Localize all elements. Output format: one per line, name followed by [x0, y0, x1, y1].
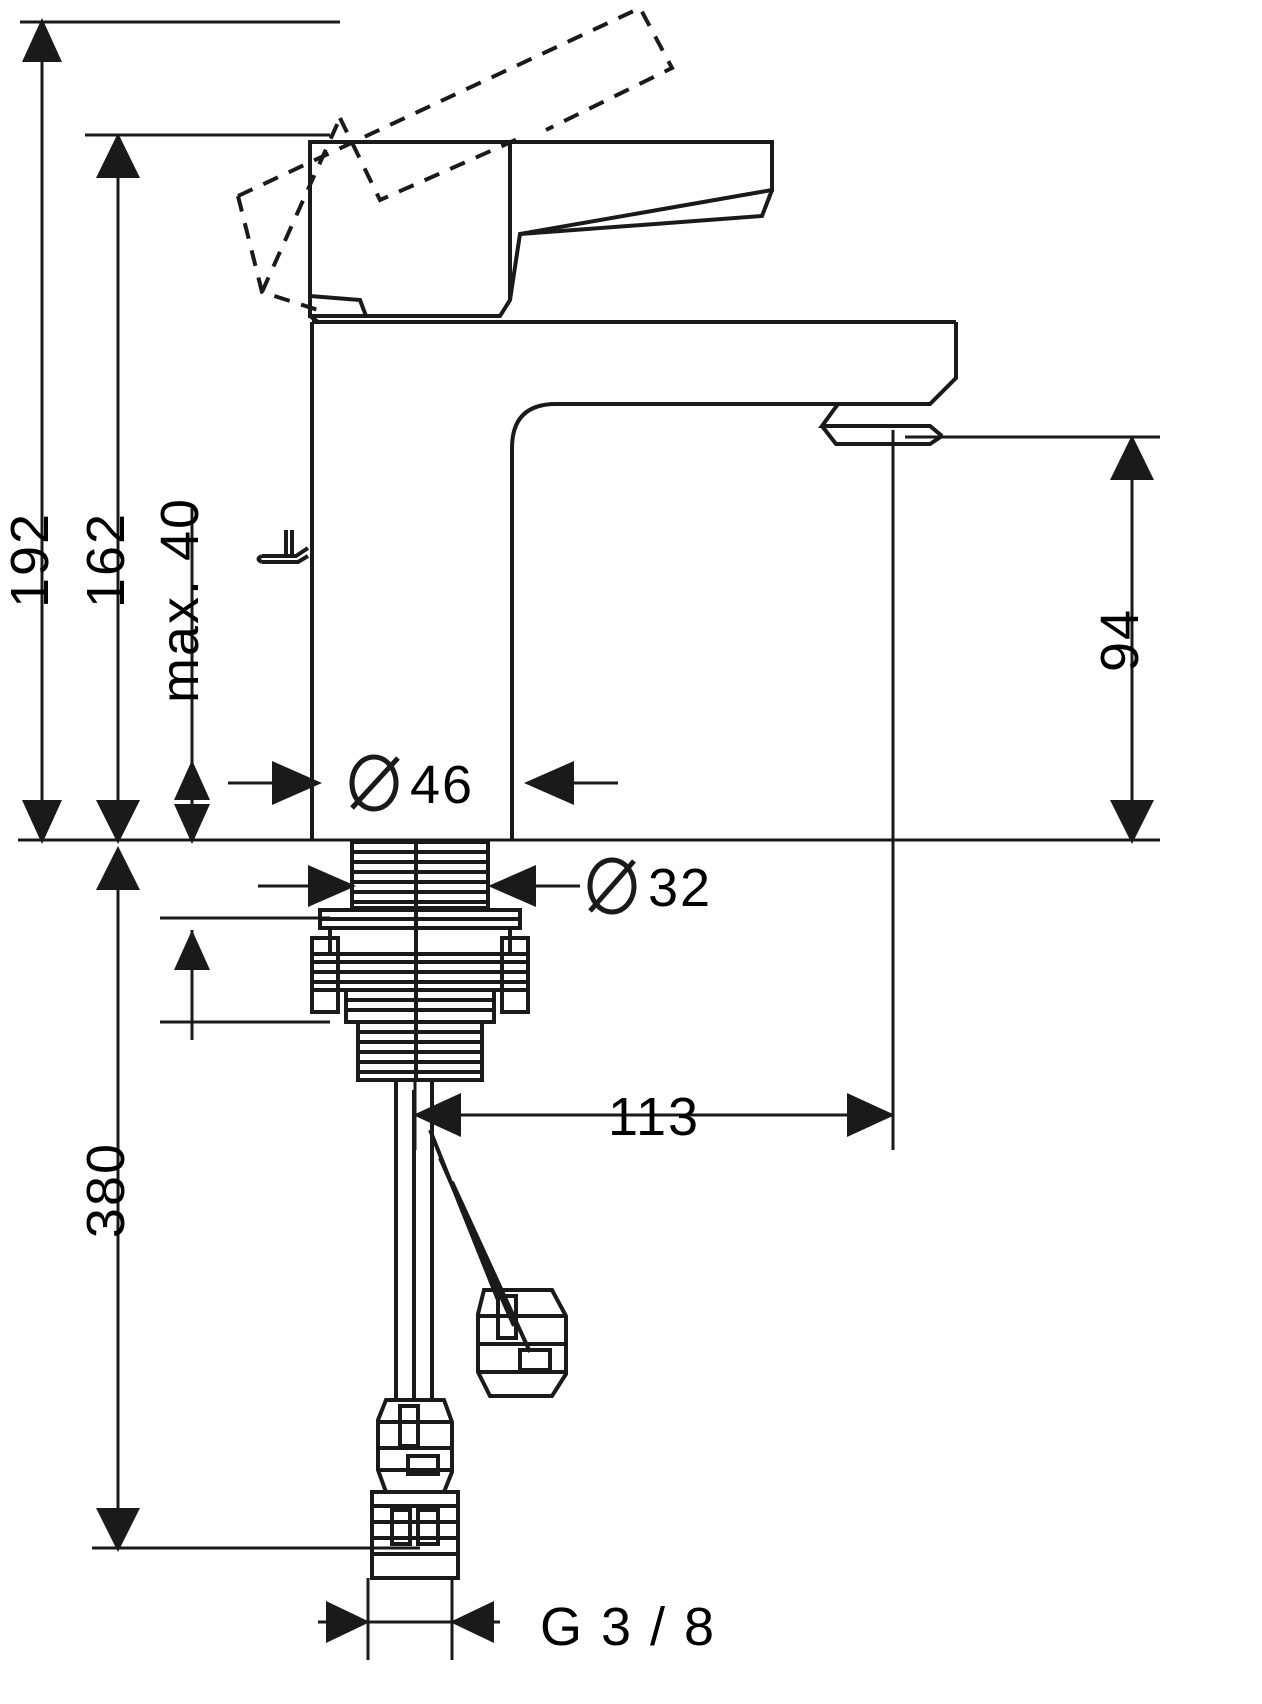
extension-lines — [18, 20, 1160, 1660]
dimension-arrowheads — [22, 18, 1154, 1643]
lever-raised-dashed — [236, 5, 675, 312]
mounting-hardware — [310, 842, 530, 1082]
threaded-shank — [350, 840, 490, 910]
faucet-body — [256, 320, 958, 840]
dimension-label-380: 380 — [76, 1142, 136, 1238]
dimension-lines — [40, 22, 1134, 1624]
dimension-label-diameter-46: 46 — [410, 755, 474, 815]
dimension-label-g38: G 3 / 8 — [540, 1597, 716, 1657]
dimension-label-diameter-32: 32 — [648, 858, 712, 918]
dimension-label-94: 94 — [1090, 608, 1150, 672]
dimension-label-113: 113 — [608, 1087, 700, 1147]
lever-solid — [308, 140, 774, 324]
dimension-label-162: 162 — [76, 512, 136, 608]
flexible-hoses — [370, 1080, 568, 1580]
dimension-label-max40: max. 40 — [150, 497, 210, 703]
dimension-label-192: 192 — [0, 512, 60, 608]
diameter-symbols — [349, 754, 637, 915]
